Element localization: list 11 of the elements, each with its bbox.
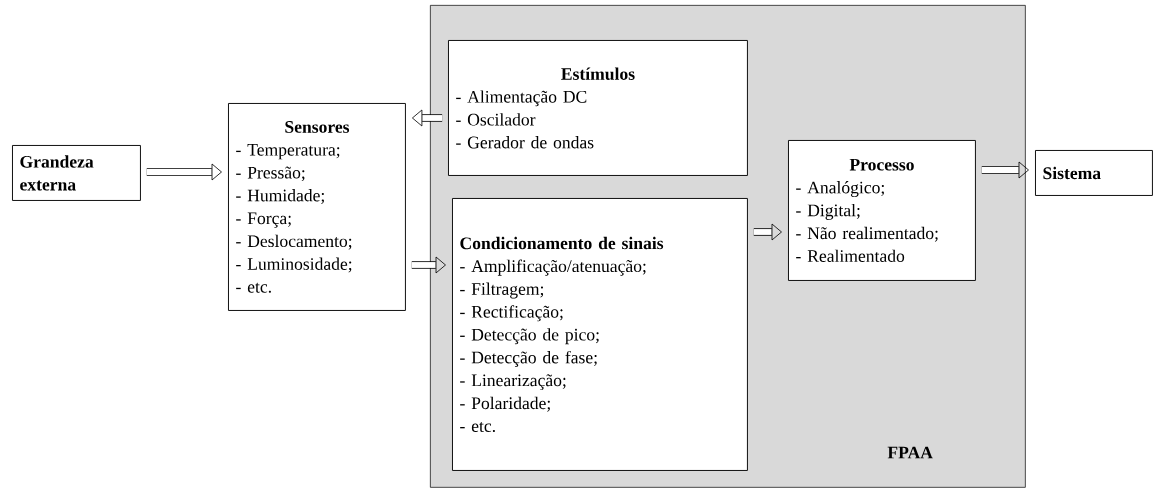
block-arrow [412, 109, 443, 127]
block-arrow [753, 223, 782, 241]
sensor-box: Sensores - Temperatura; - Pressão; - Humidade; - Força; - Deslocamento; - Luminosidade; - etc. [228, 103, 406, 311]
block-arrow [981, 161, 1029, 179]
conditioning-box: Condicionamento de sinais - Amplificação/atenuação; - Filtragem; - Rectificação; - Detecção de pico; - Detecção de fase; - Linearização; - Polaridade; - etc. [452, 198, 748, 471]
block-arrow [146, 163, 222, 181]
process-box: Processo - Analógico; - Digital; - Não realimentado; - Realimentado [788, 140, 976, 281]
input-box: Grandeza externa [12, 145, 141, 201]
stimulus-box: Estímulos - Alimentação DC - Oscilador - Gerador de ondas [448, 40, 748, 176]
output-box: Sistema [1035, 150, 1153, 196]
block-arrow [411, 256, 446, 274]
